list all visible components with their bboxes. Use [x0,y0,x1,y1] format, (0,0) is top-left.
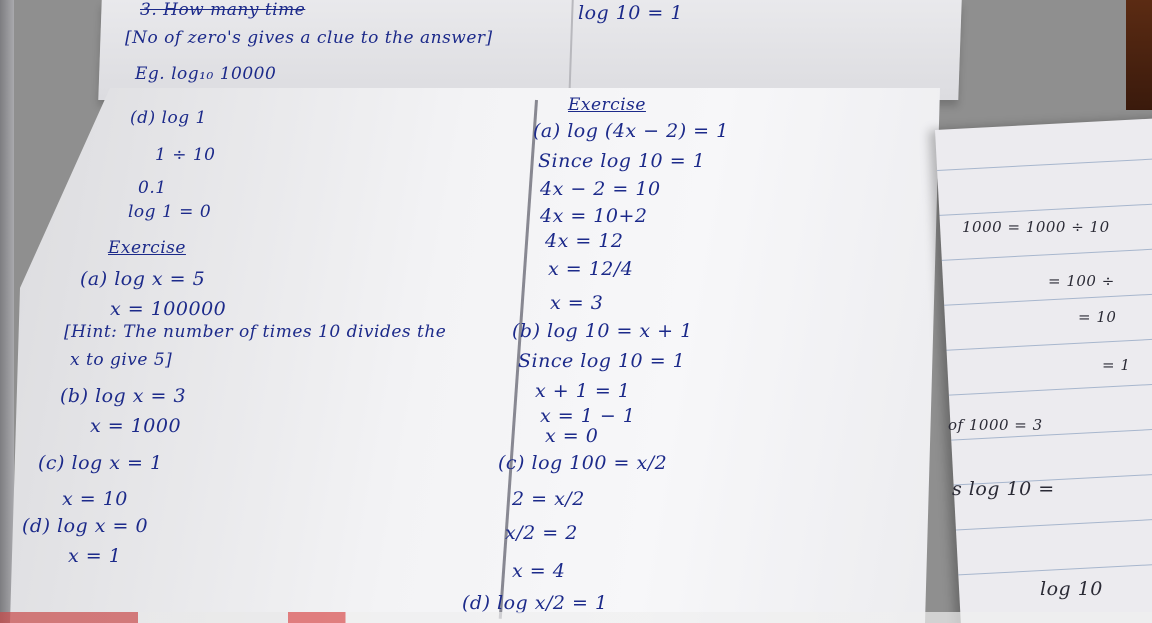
left-line-3: 0.1 [138,178,167,198]
top-hint: [No of zero's gives a clue to the answer… [125,28,493,48]
right-line-10: Since log 10 = 1 [518,350,686,372]
bottom-edge-strip [0,612,1152,623]
left-line-13: x = 10 [62,488,128,510]
ruled-line [944,292,1152,306]
ruled-line [946,337,1152,351]
right-line-13: x = 0 [545,425,599,447]
ruled-line [941,247,1152,261]
ruled-line [948,382,1152,396]
side-line-2: = 100 ÷ [1048,272,1115,290]
left-hint-line-1: [Hint: The number of times 10 divides th… [64,322,447,342]
left-exercise-heading: Exercise [108,238,186,258]
right-line-4: 4x − 2 = 10 [540,178,661,200]
right-line-14: (c) log 100 = x/2 [498,452,668,474]
ruled-line [955,516,1152,531]
left-line-12: (c) log x = 1 [38,452,163,474]
ruled-line [958,561,1152,576]
side-line-3: = 10 [1078,308,1117,326]
right-line-11: x + 1 = 1 [535,380,631,402]
right-line-15: 2 = x/2 [512,488,585,510]
right-line-18: (d) log x/2 = 1 [462,592,608,614]
background-object [1126,0,1152,110]
top-example: Eg. log₁₀ 10000 [135,64,277,84]
right-line-17: x = 4 [512,560,566,582]
right-line-12: x = 1 − 1 [540,405,636,427]
side-line-7: log 10 [1040,578,1103,600]
right-line-9: (b) log 10 = x + 1 [512,320,693,342]
side-line-5: of 1000 = 3 [948,416,1043,434]
table-edge [0,0,14,623]
left-line-14: (d) log x = 0 [22,515,149,537]
side-line-6: s log 10 = [952,478,1055,500]
right-line-3: Since log 10 = 1 [538,150,706,172]
right-line-5: 4x = 10+2 [540,205,648,227]
right-exercise-heading: Exercise [568,95,646,115]
top-corner-note: log 10 = 1 [578,2,683,24]
side-line-4: = 1 [1102,356,1131,374]
right-line-7: x = 12/4 [548,258,634,280]
side-line-1: 1000 = 1000 ÷ 10 [962,218,1110,236]
main-notebook-page [10,88,940,623]
left-line-10: (b) log x = 3 [60,385,187,407]
top-heading: 3. How many time [140,0,306,20]
ruled-line [937,157,1152,171]
left-line-15: x = 1 [68,545,122,567]
left-line-7: x = 100000 [110,298,227,320]
left-line-1: (d) log 1 [130,108,207,128]
right-line-6: 4x = 12 [545,230,624,252]
right-line-2: (a) log (4x − 2) = 1 [533,120,729,142]
left-line-4: log 1 = 0 [128,202,212,222]
ruled-line [939,202,1152,216]
right-line-8: x = 3 [550,292,604,314]
left-hint-line-2: x to give 5] [70,350,173,370]
left-line-2: 1 ÷ 10 [155,145,216,165]
top-page-divider [568,0,574,100]
left-line-11: x = 1000 [90,415,182,437]
left-line-6: (a) log x = 5 [80,268,206,290]
right-line-16: x/2 = 2 [505,522,578,544]
